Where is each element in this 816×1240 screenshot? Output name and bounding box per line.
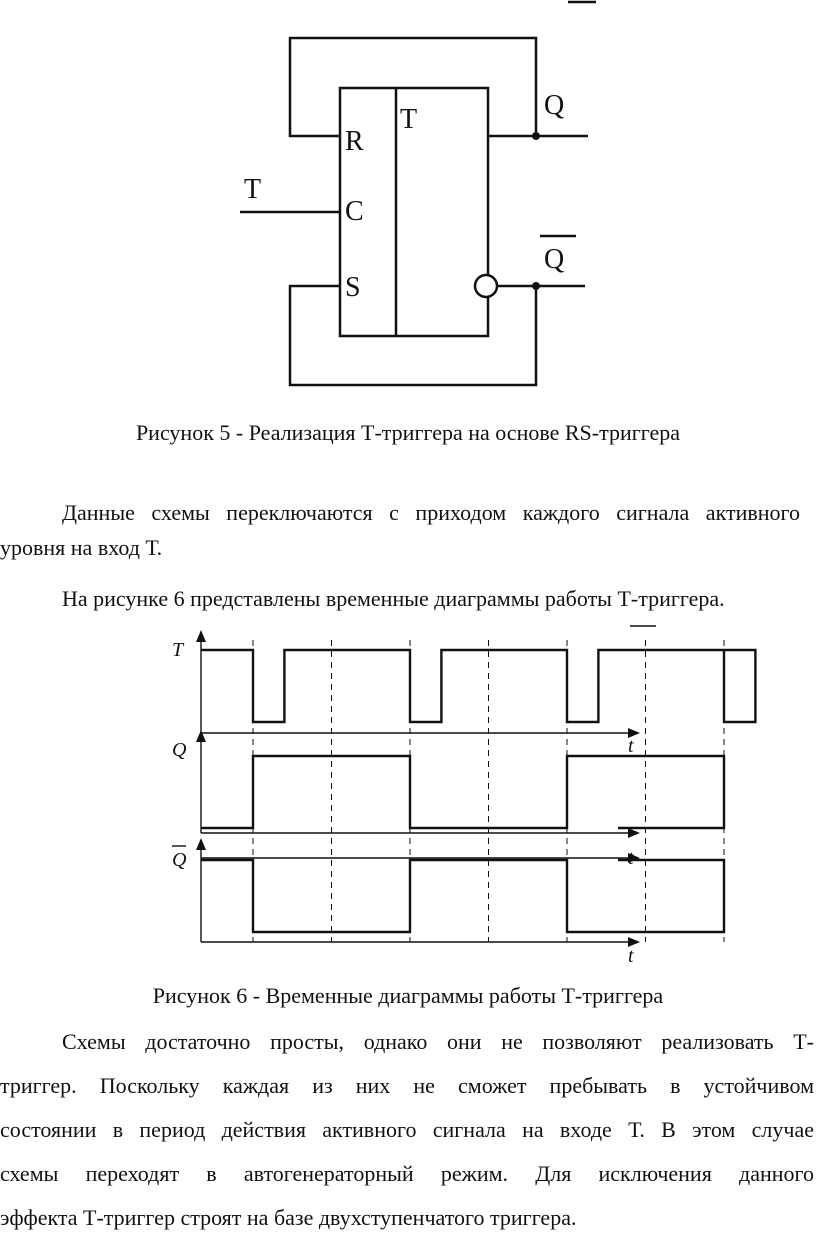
paragraph-3-line-1: Схемы достаточно просты, однако они не п… [62, 1029, 814, 1054]
junction-dot-qbar [532, 282, 540, 290]
label-r: R [345, 126, 364, 157]
paragraph-2: На рисунке 6 представлены временные диаг… [62, 586, 725, 611]
paragraph-3-line-2: триггер. Поскольку каждая из них не смож… [0, 1073, 814, 1098]
label-series-qbar: Q [172, 849, 187, 871]
arrow-up-qbar [196, 838, 206, 850]
timing-diagram: T Q Q t t t [172, 625, 757, 967]
label-series-t: T [172, 639, 185, 661]
time-gridlines [252, 640, 725, 942]
paragraph-3-line-3: состоянии в период действия активного си… [0, 1117, 814, 1142]
axis-arrows [196, 630, 640, 947]
paragraph-1-line-2: уровня на вход Т. [0, 535, 163, 560]
arrow-right-qbar [628, 937, 640, 947]
label-q: Q [544, 90, 564, 121]
arrow-up-q [196, 730, 206, 742]
feedback-loop-top [288, 36, 538, 138]
label-axis-t-1: t [628, 735, 634, 757]
label-c: C [345, 196, 364, 227]
paragraph-3-line-5: эффекта Т-триггер строят на базе двухсту… [0, 1205, 577, 1230]
arrow-right-q [628, 828, 640, 838]
arrow-up-t [196, 630, 206, 642]
waveform-q [201, 754, 726, 830]
figure6-caption: Рисунок 6 - Временные диаграммы работы Т… [152, 983, 664, 1008]
label-series-q: Q [172, 739, 187, 761]
paragraph-1-line-1: Данные схемы переключаются с приходом ка… [62, 500, 800, 525]
waveform-qbar [201, 858, 726, 934]
label-axis-t-2: t [628, 847, 634, 869]
waveform-t [201, 648, 757, 724]
label-q-bar: Q [544, 244, 564, 275]
arrow-right-t [628, 728, 640, 738]
feedback-loop-bottom [288, 284, 538, 387]
label-t-input: T [244, 174, 261, 205]
figure5-caption: Рисунок 5 - Реализация Т-триггера на осн… [135, 420, 681, 445]
label-s: S [345, 272, 361, 303]
paragraph-3-line-4: схемы переходят в автогенераторный режим… [0, 1161, 814, 1186]
label-t-block: T [400, 104, 417, 135]
rs-t-trigger-diagram: R C S T T Q Q [240, 0, 596, 387]
label-axis-t-3: t [628, 945, 634, 967]
waveforms [201, 648, 757, 934]
junction-dot-q [532, 132, 540, 140]
